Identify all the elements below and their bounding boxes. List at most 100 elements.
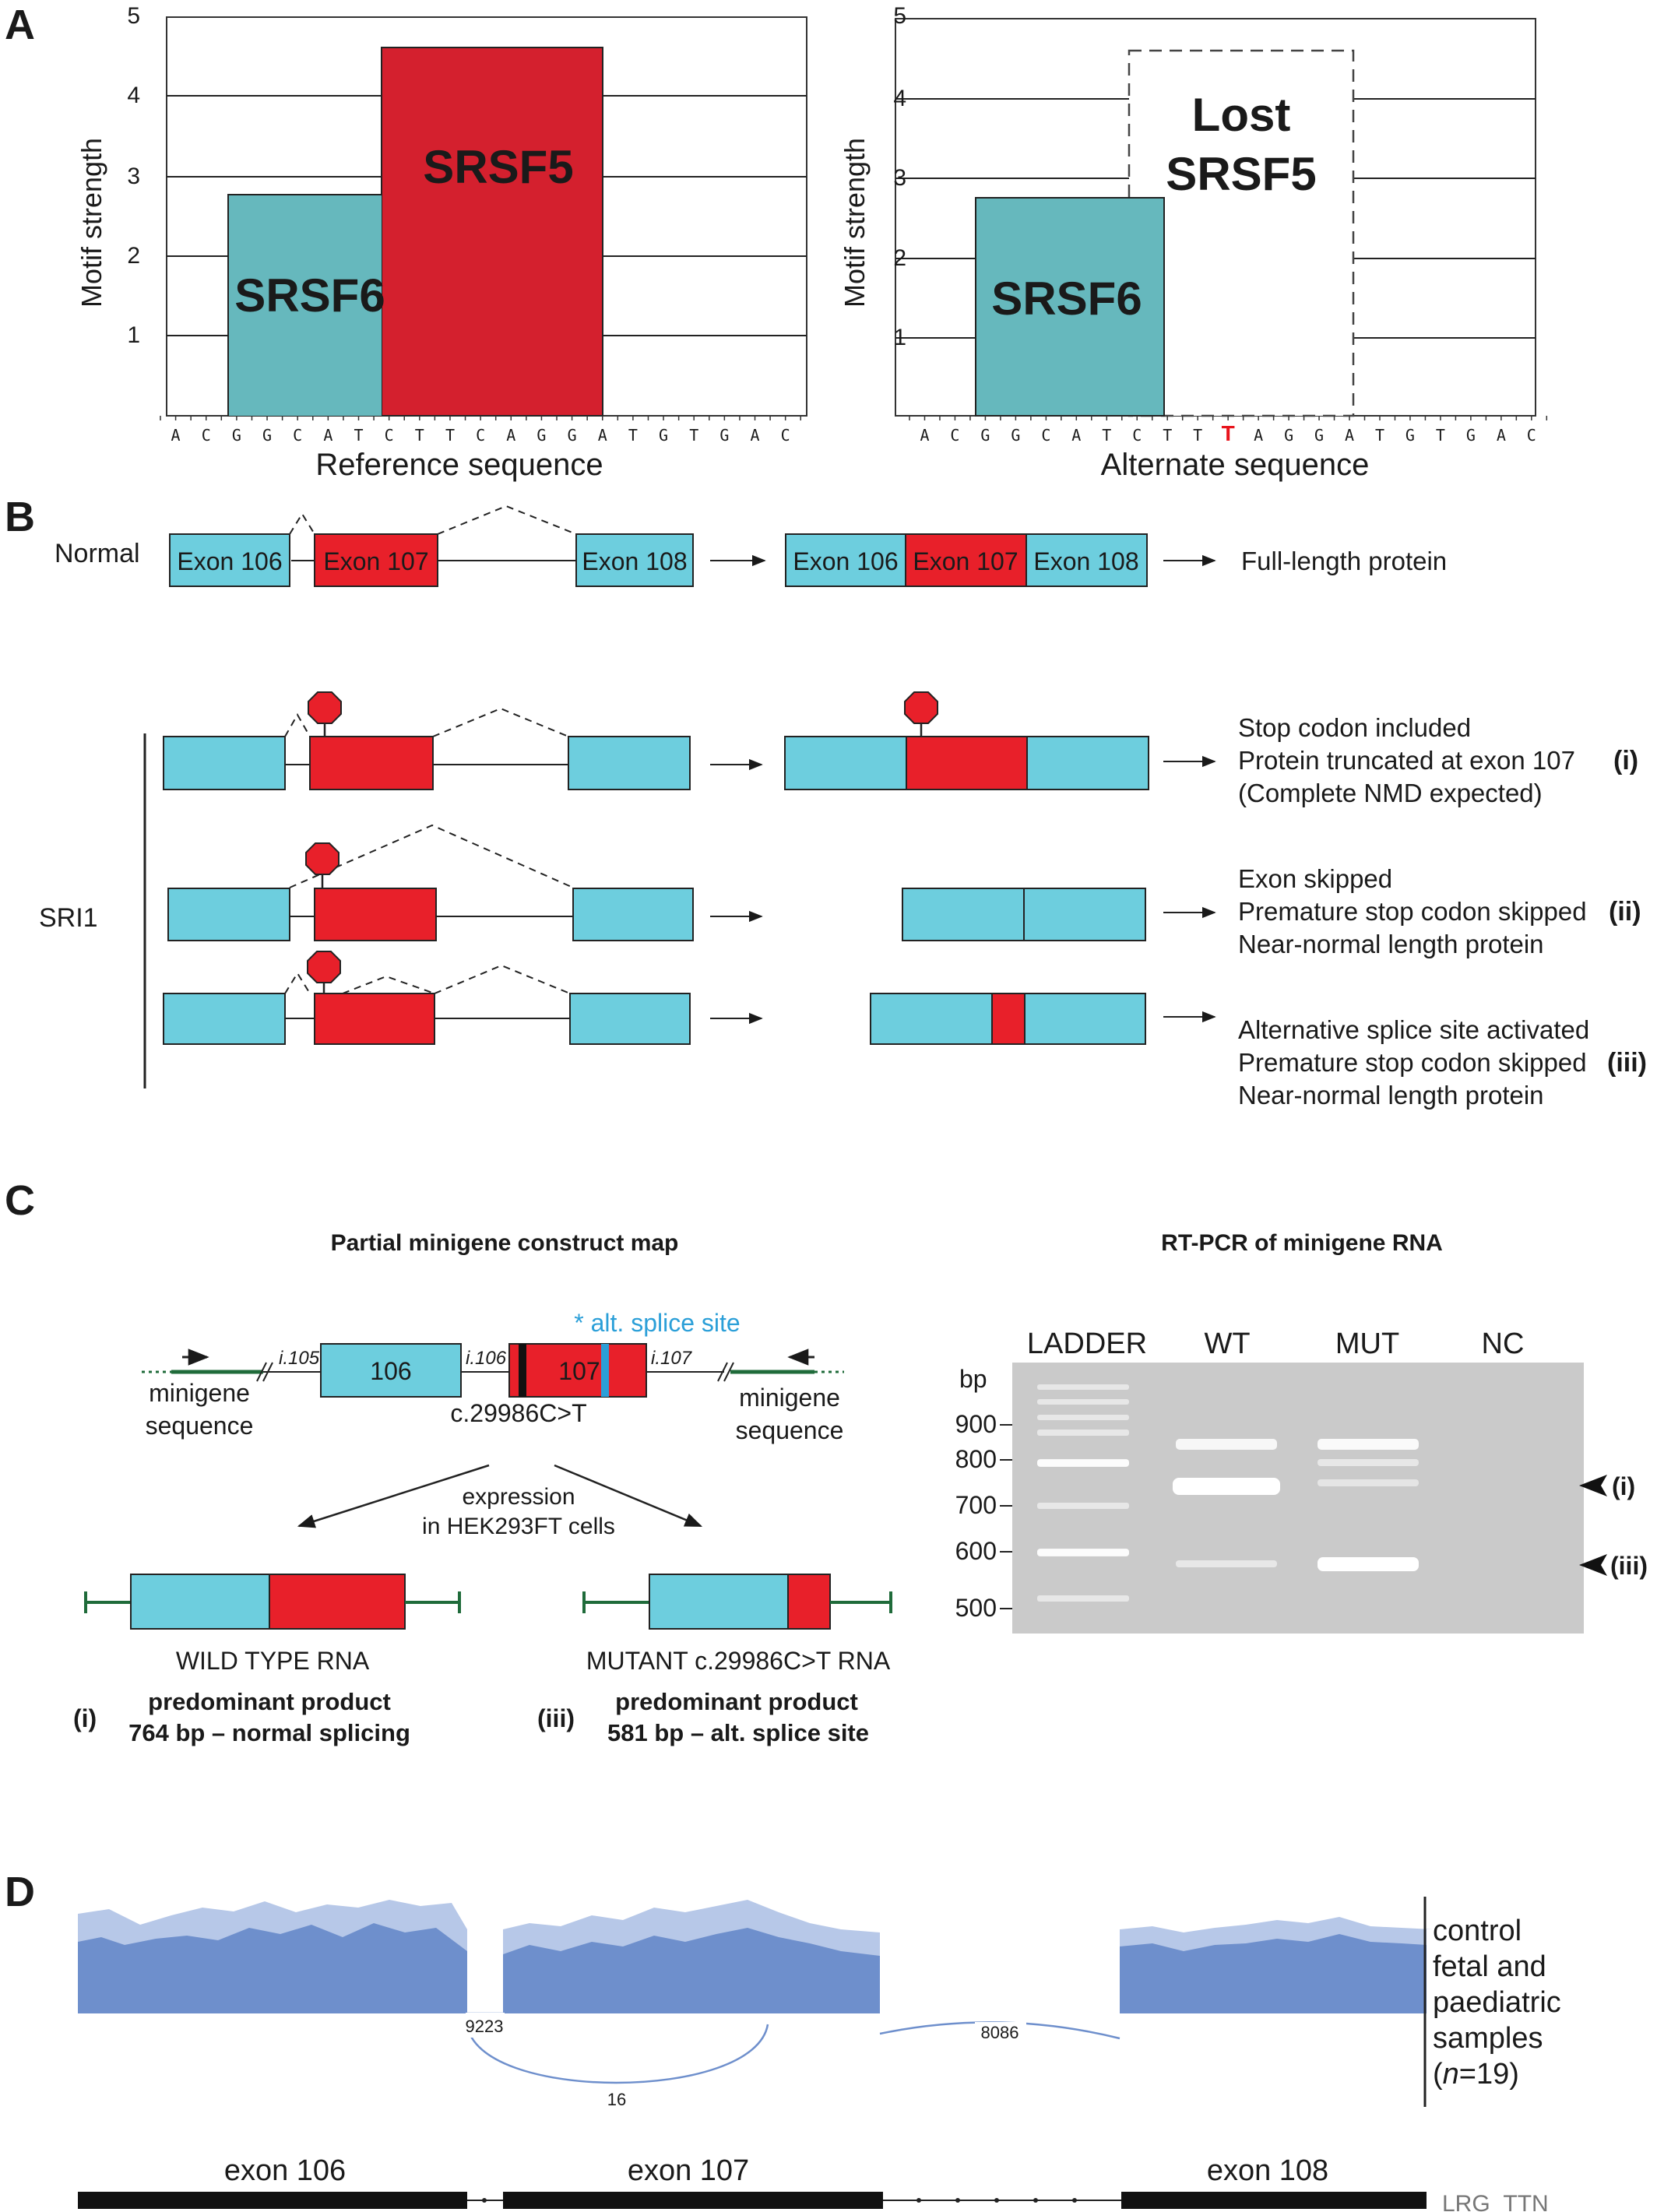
mut-band-upper (1318, 1439, 1419, 1450)
panel-c-label: C (5, 1177, 35, 1224)
wt-product-line1: predominant product (148, 1688, 391, 1715)
alt-splice-marker (601, 1344, 609, 1397)
outcome-i-roman: (i) (1613, 746, 1638, 775)
size-500: 500 (955, 1594, 997, 1622)
track-exon-108-label: exon 108 (1207, 2154, 1328, 2187)
outcome-i-line2: Protein truncated at exon 107 (1238, 746, 1575, 775)
minigene-map-title: Partial minigene construct map (331, 1230, 679, 1256)
wt-rna: WILD TYPE RNA predominant product 764 bp… (73, 1574, 461, 1746)
sequence-base: C (950, 426, 959, 445)
sequence-base: A (171, 426, 181, 445)
sample-legend: control fetal and paediatric samples (n=… (1433, 1915, 1561, 2091)
sequence-base: A (1497, 426, 1506, 445)
spliced-107-label: Exon 107 (913, 547, 1018, 575)
junction-9223-label: 9223 (466, 2017, 504, 2036)
stop-codon-icon (305, 842, 339, 875)
ytick: 4 (127, 83, 140, 108)
outcome-iii-line2: Premature stop codon skipped (1238, 1048, 1587, 1077)
sequence-base: A (598, 426, 607, 445)
exon-107 (314, 533, 438, 587)
outcome-i-line1: Stop codon included (1238, 713, 1471, 742)
outcome-iii-line1: Alternative splice site activated (1238, 1015, 1589, 1044)
x-axis-label-ref: Reference sequence (315, 448, 603, 482)
srsf5-label-ref: SRSF5 (423, 141, 573, 193)
panel-b-label: B (5, 494, 35, 540)
sequence-base: T (1102, 426, 1111, 445)
bp-label: bp (959, 1365, 987, 1393)
ytick: 3 (893, 165, 906, 191)
minigene-left-line1: minigene (149, 1379, 250, 1407)
gel-label-iii: (iii) (1610, 1552, 1648, 1580)
expression-line1: expression (462, 1484, 575, 1510)
outcome-ii-roman: (ii) (1609, 897, 1641, 927)
wt-roman: (i) (73, 1704, 97, 1732)
sequence-base: C (385, 426, 394, 445)
intron-107-label: i.107 (651, 1348, 693, 1369)
sequence-base: A (750, 426, 759, 445)
lane-mut-label: MUT (1335, 1328, 1399, 1360)
ytick: 5 (893, 3, 906, 29)
sri1-label: SRI1 (39, 903, 98, 933)
sequence-base: G (719, 426, 729, 445)
wt-band-lower (1176, 1560, 1277, 1567)
ladder-bands-strong (1037, 1459, 1129, 1556)
y-axis-label-ref: Motif strength (76, 138, 107, 308)
wt-band-upper (1176, 1439, 1277, 1450)
intron-105-label: i.105 (279, 1348, 320, 1369)
mut-roman: (iii) (537, 1704, 575, 1732)
minigene-exon-106 (320, 1343, 462, 1398)
mut-product-line2: 581 bp – alt. splice site (607, 1719, 869, 1746)
exon-106 (169, 533, 290, 587)
lane-ladder-label: LADDER (1027, 1328, 1147, 1360)
sequence-base: A (506, 426, 515, 445)
legend-line1: control (1433, 1915, 1522, 1947)
mut-product-line1: predominant product (615, 1688, 858, 1715)
intron-106-label: i.106 (466, 1348, 507, 1369)
size-700: 700 (955, 1491, 997, 1519)
srsf6-label-alt: SRSF6 (991, 273, 1142, 325)
coverage-exon-106 (78, 1923, 467, 2013)
panel-a-label: A (5, 2, 35, 48)
full-length-label: Full-length protein (1241, 547, 1447, 575)
sequence-base: C (476, 426, 485, 445)
arrow-iii-icon (1579, 1554, 1607, 1576)
minigene-exon-107 (508, 1343, 647, 1398)
track-label: LRG_TTN (1442, 2191, 1549, 2212)
sequence-base: G (1466, 426, 1476, 445)
spliced-108-label: Exon 108 (1033, 547, 1138, 575)
sequence-base: T (1163, 426, 1172, 445)
sequence-base: A (920, 426, 929, 445)
sequence-base: G (568, 426, 577, 445)
stop-codon-icon (308, 691, 342, 724)
panel-d-label: D (5, 1869, 35, 1915)
track-exon-107-label: exon 107 (628, 2154, 749, 2187)
lane-nc-label: NC (1482, 1328, 1525, 1360)
mut-band-mid2 (1318, 1479, 1419, 1486)
exon-108 (575, 533, 694, 587)
x-axis-label-alt: Alternate sequence (1101, 448, 1370, 482)
sequence-base: G (980, 426, 990, 445)
ytick: 3 (127, 164, 140, 189)
sequence-base: A (1254, 426, 1263, 445)
spliced-108 (1026, 533, 1148, 587)
exon-107-label: Exon 107 (323, 547, 428, 575)
mutation-marker (519, 1344, 526, 1397)
lane-wt-label: WT (1204, 1328, 1250, 1360)
legend-line4: samples (1433, 2022, 1543, 2055)
mutation-label: c.29986C>T (450, 1399, 586, 1427)
mut-band-main (1318, 1557, 1419, 1571)
sequence-base: C (202, 426, 211, 445)
gel-title: RT-PCR of minigene RNA (1161, 1230, 1443, 1256)
sequence-base: G (659, 426, 668, 445)
sequence-base: C (1041, 426, 1050, 445)
wt-rna-label: WILD TYPE RNA (176, 1647, 370, 1675)
sequence-base: T (445, 426, 455, 445)
lost-label: Lost (1192, 89, 1291, 141)
minigene-right-line2: sequence (736, 1416, 844, 1444)
junction-arc-16 (466, 2024, 769, 2084)
sequence-base: G (262, 426, 272, 445)
stop-codon-icon (904, 691, 938, 724)
